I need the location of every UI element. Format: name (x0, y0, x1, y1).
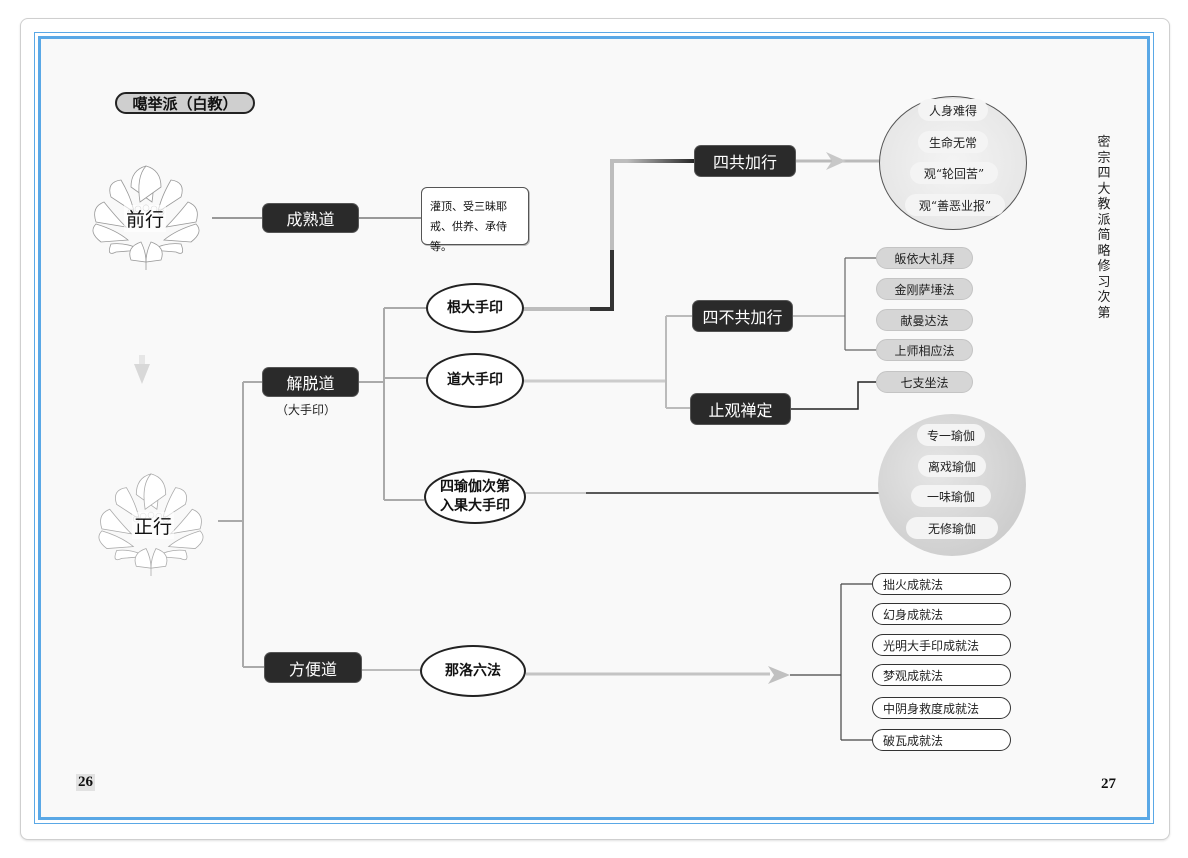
side-title: 密宗四大教派简略修习次第 (1097, 135, 1111, 321)
uncommon-item: 上师相应法 (876, 339, 973, 361)
node-fruit-mahamudra: 四瑜伽次第入果大手印 (424, 470, 526, 524)
node-naropa: 那洛六法 (420, 645, 526, 697)
yoga-item: 一味瑜伽 (911, 485, 991, 507)
common-item: 生命无常 (918, 131, 988, 153)
naropa-item: 中阴身救度成就法 (872, 697, 1011, 719)
naropa-item: 拙火成就法 (872, 573, 1011, 595)
uncommon-item: 金刚萨埵法 (876, 278, 973, 300)
page-frame-outer (34, 32, 1154, 824)
down-arrow-stem (139, 355, 145, 367)
page-number-right: 27 (1101, 776, 1116, 792)
stage-preliminary-label: 前行 (124, 205, 167, 232)
node-uncommon-preliminaries: 四不共加行 (693, 301, 792, 331)
page-number-left: 26 (76, 774, 95, 791)
common-item: 观“轮回苦” (910, 162, 998, 184)
node-skillful-means-path: 方便道 (265, 653, 361, 682)
node-shamatha: 止观禅定 (691, 394, 790, 424)
uncommon-item: 献曼达法 (876, 309, 973, 331)
lotus-preliminary-icon (92, 165, 200, 270)
node-path-mahamudra: 道大手印 (426, 353, 524, 408)
node-liberation-path: 解脱道 (263, 368, 358, 396)
shamatha-item: 七支坐法 (876, 371, 973, 393)
arrow-naropa (768, 666, 790, 684)
common-item: 人身难得 (918, 99, 988, 121)
school-title-badge: 噶举派（白教） (115, 92, 255, 114)
naropa-item: 梦观成就法 (872, 664, 1011, 686)
node-ripening-path: 成熟道 (263, 204, 358, 232)
naropa-item: 幻身成就法 (872, 603, 1011, 625)
liberation-sublabel: （大手印） (276, 403, 337, 417)
naropa-item: 光明大手印成就法 (872, 634, 1011, 656)
line-ground-common-dark (590, 250, 614, 311)
line-ground-common (524, 159, 696, 311)
yoga-item: 离戏瑜伽 (918, 455, 986, 477)
lotus-main-icon (98, 473, 204, 577)
arrow-common (826, 152, 846, 170)
down-arrow-icon (134, 364, 150, 384)
naropa-item: 破瓦成就法 (872, 729, 1011, 751)
line-shamatha-out (790, 381, 876, 410)
yoga-item: 专一瑜伽 (917, 424, 985, 446)
node-ground-mahamudra: 根大手印 (426, 283, 524, 333)
stage-main-label: 正行 (132, 512, 175, 539)
note-ripening: 灌顶、受三昧耶戒、供养、承侍等。 (421, 187, 529, 253)
uncommon-item: 皈依大礼拜 (876, 247, 973, 269)
yoga-item: 无修瑜伽 (906, 517, 998, 539)
common-item: 观“善恶业报” (905, 194, 1005, 216)
node-common-preliminaries: 四共加行 (695, 146, 795, 176)
